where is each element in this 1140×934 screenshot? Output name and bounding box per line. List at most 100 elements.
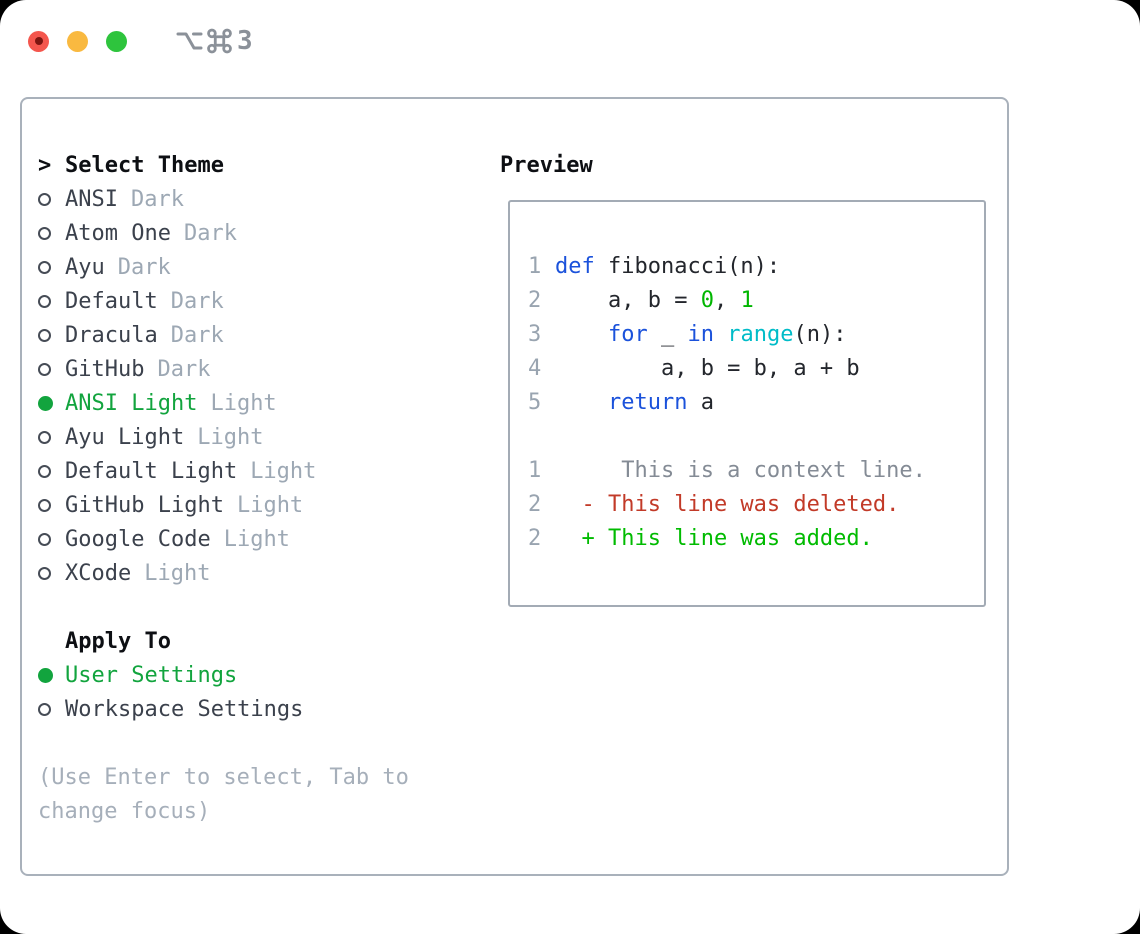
theme-variant-tag: Dark — [170, 322, 224, 348]
diff-line-context: 1 This is a context line. — [528, 453, 984, 487]
apply-option-label: User Settings — [65, 662, 238, 688]
code-token: in — [687, 321, 714, 347]
theme-variant-tag: Light — [144, 560, 211, 586]
theme-option-dracula[interactable]: Dracula Dark — [38, 318, 316, 352]
diff-line-deleted: 2 - This line was deleted. — [528, 487, 984, 521]
code-token: a — [687, 389, 714, 415]
radio-icon — [38, 498, 51, 512]
line-number: 2 — [528, 287, 542, 313]
code-token — [555, 322, 608, 347]
code-line: 5 return a — [528, 385, 984, 419]
apply-to-title: Apply To — [65, 628, 171, 654]
theme-option-label: Dracula — [65, 322, 158, 348]
minimize-button[interactable] — [67, 30, 88, 52]
code-line: 3 for _ in range(n): — [528, 317, 984, 351]
line-number: 5 — [528, 389, 542, 415]
theme-option-github[interactable]: GitHub Dark — [38, 352, 316, 386]
radio-icon — [38, 464, 51, 478]
theme-option-label: ANSI Light — [65, 390, 198, 416]
radio-icon — [38, 532, 51, 546]
theme-option-label: ANSI — [65, 186, 118, 212]
code-token: 0 — [700, 287, 714, 313]
theme-variant-tag: Light — [223, 526, 290, 552]
radio-selected-icon — [38, 395, 53, 411]
theme-option-ansi-light[interactable]: ANSI Light Light — [38, 386, 316, 420]
code-token: return — [607, 389, 688, 415]
theme-variant-tag: Dark — [183, 220, 237, 246]
code-token — [714, 322, 727, 347]
prompt-caret: > — [38, 152, 52, 178]
code-token: (n): — [793, 321, 847, 347]
theme-option-label: Default Light — [65, 458, 238, 484]
theme-option-xcode[interactable]: XCode Light — [38, 556, 316, 590]
theme-option-label: Atom One — [65, 220, 171, 246]
theme-variant-tag: Light — [250, 458, 317, 484]
code-token: fibonacci(n): — [607, 253, 781, 279]
theme-option-atom-one[interactable]: Atom One Dark — [38, 216, 316, 250]
zoom-button[interactable] — [106, 30, 127, 52]
radio-icon — [38, 430, 51, 444]
theme-option-label: XCode — [65, 560, 132, 586]
theme-option-ayu-light[interactable]: Ayu Light Light — [38, 420, 316, 454]
theme-option-label: Ayu Light — [65, 424, 185, 450]
theme-list-header: > Select Theme — [38, 148, 316, 182]
line-number: 1 — [528, 457, 542, 483]
theme-option-default-light[interactable]: Default Light Light — [38, 454, 316, 488]
code-token: range — [727, 321, 794, 347]
theme-variant-tag: Dark — [130, 186, 184, 212]
code-token: _ — [647, 321, 688, 347]
apply-to-header: Apply To — [38, 624, 303, 658]
theme-variant-tag: Light — [197, 424, 264, 450]
hint-text: (Use Enter to select, Tab to change focu… — [38, 760, 409, 828]
radio-icon — [38, 328, 51, 342]
line-number: 1 — [528, 253, 542, 279]
apply-option-label: Workspace Settings — [65, 696, 304, 722]
theme-option-label: GitHub — [65, 356, 145, 382]
diff-text: + This line was added. — [555, 525, 873, 551]
titlebar: 3 — [28, 26, 253, 56]
diff-line-added: 2 + This line was added. — [528, 521, 984, 555]
code-line: 4 a, b = b, a + b — [528, 351, 984, 385]
radio-icon — [38, 192, 51, 206]
window-title: 3 — [175, 26, 253, 56]
apply-option-workspace-settings[interactable]: Workspace Settings — [38, 692, 303, 726]
theme-variant-tag: Light — [236, 492, 304, 518]
diff-text: This is a context line. — [555, 457, 926, 483]
close-button[interactable] — [28, 30, 49, 52]
radio-icon — [38, 702, 51, 716]
code-token: a, b = b, a + b — [555, 355, 860, 381]
radio-selected-icon — [38, 667, 53, 683]
radio-icon — [38, 362, 51, 376]
theme-variant-tag: Dark — [170, 288, 224, 314]
close-dot-icon — [34, 37, 43, 45]
line-number: 3 — [528, 321, 542, 347]
theme-option-ansi[interactable]: ANSI Dark — [38, 182, 316, 216]
radio-icon — [38, 294, 51, 308]
code-line: 1 def fibonacci(n): — [528, 249, 984, 283]
code-token: def — [555, 253, 608, 279]
blank-line — [528, 419, 984, 453]
radio-icon — [38, 260, 51, 274]
line-number: 2 — [528, 525, 542, 551]
theme-list-title: Select Theme — [65, 152, 224, 178]
theme-variant-tag: Dark — [117, 254, 171, 280]
hint-line-1: (Use Enter to select, Tab to — [38, 764, 409, 790]
diff-text: - This line was deleted. — [555, 491, 900, 517]
code-line: 2 a, b = 0, 1 — [528, 283, 984, 317]
code-token: for — [607, 321, 648, 347]
code-token — [555, 390, 608, 415]
theme-variant-tag: Light — [210, 390, 277, 416]
command-key-icon — [206, 28, 235, 54]
apply-option-user-settings[interactable]: User Settings — [38, 658, 303, 692]
theme-variant-tag: Dark — [157, 356, 211, 382]
option-key-icon — [175, 28, 206, 54]
preview-title: Preview — [500, 152, 593, 178]
line-number: 2 — [528, 491, 542, 517]
